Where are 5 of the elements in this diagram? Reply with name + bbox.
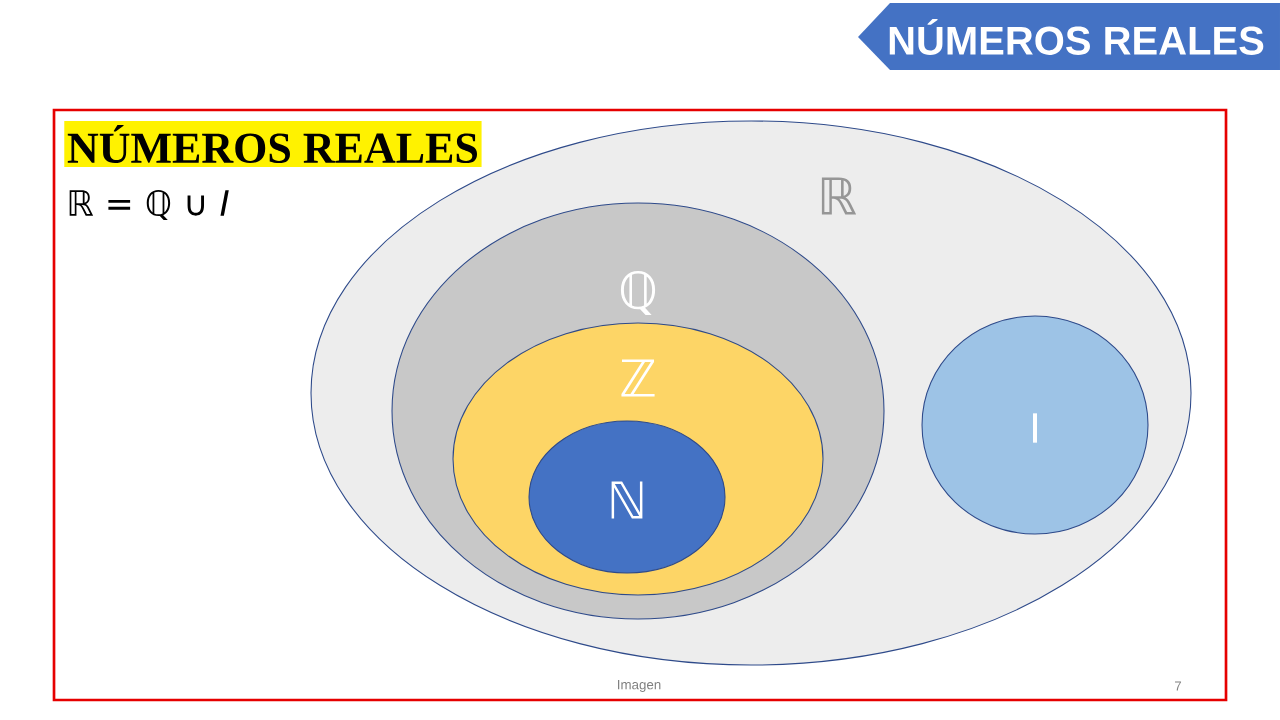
title-banner: NÚMEROS REALES [858, 3, 1280, 70]
page-number: 7 [1175, 681, 1182, 691]
footer-text: Imagen [618, 680, 661, 692]
heading: NÚMEROS REALES [64, 120, 482, 168]
set-formula: ℝ = ℚ ∪ I [69, 189, 229, 221]
